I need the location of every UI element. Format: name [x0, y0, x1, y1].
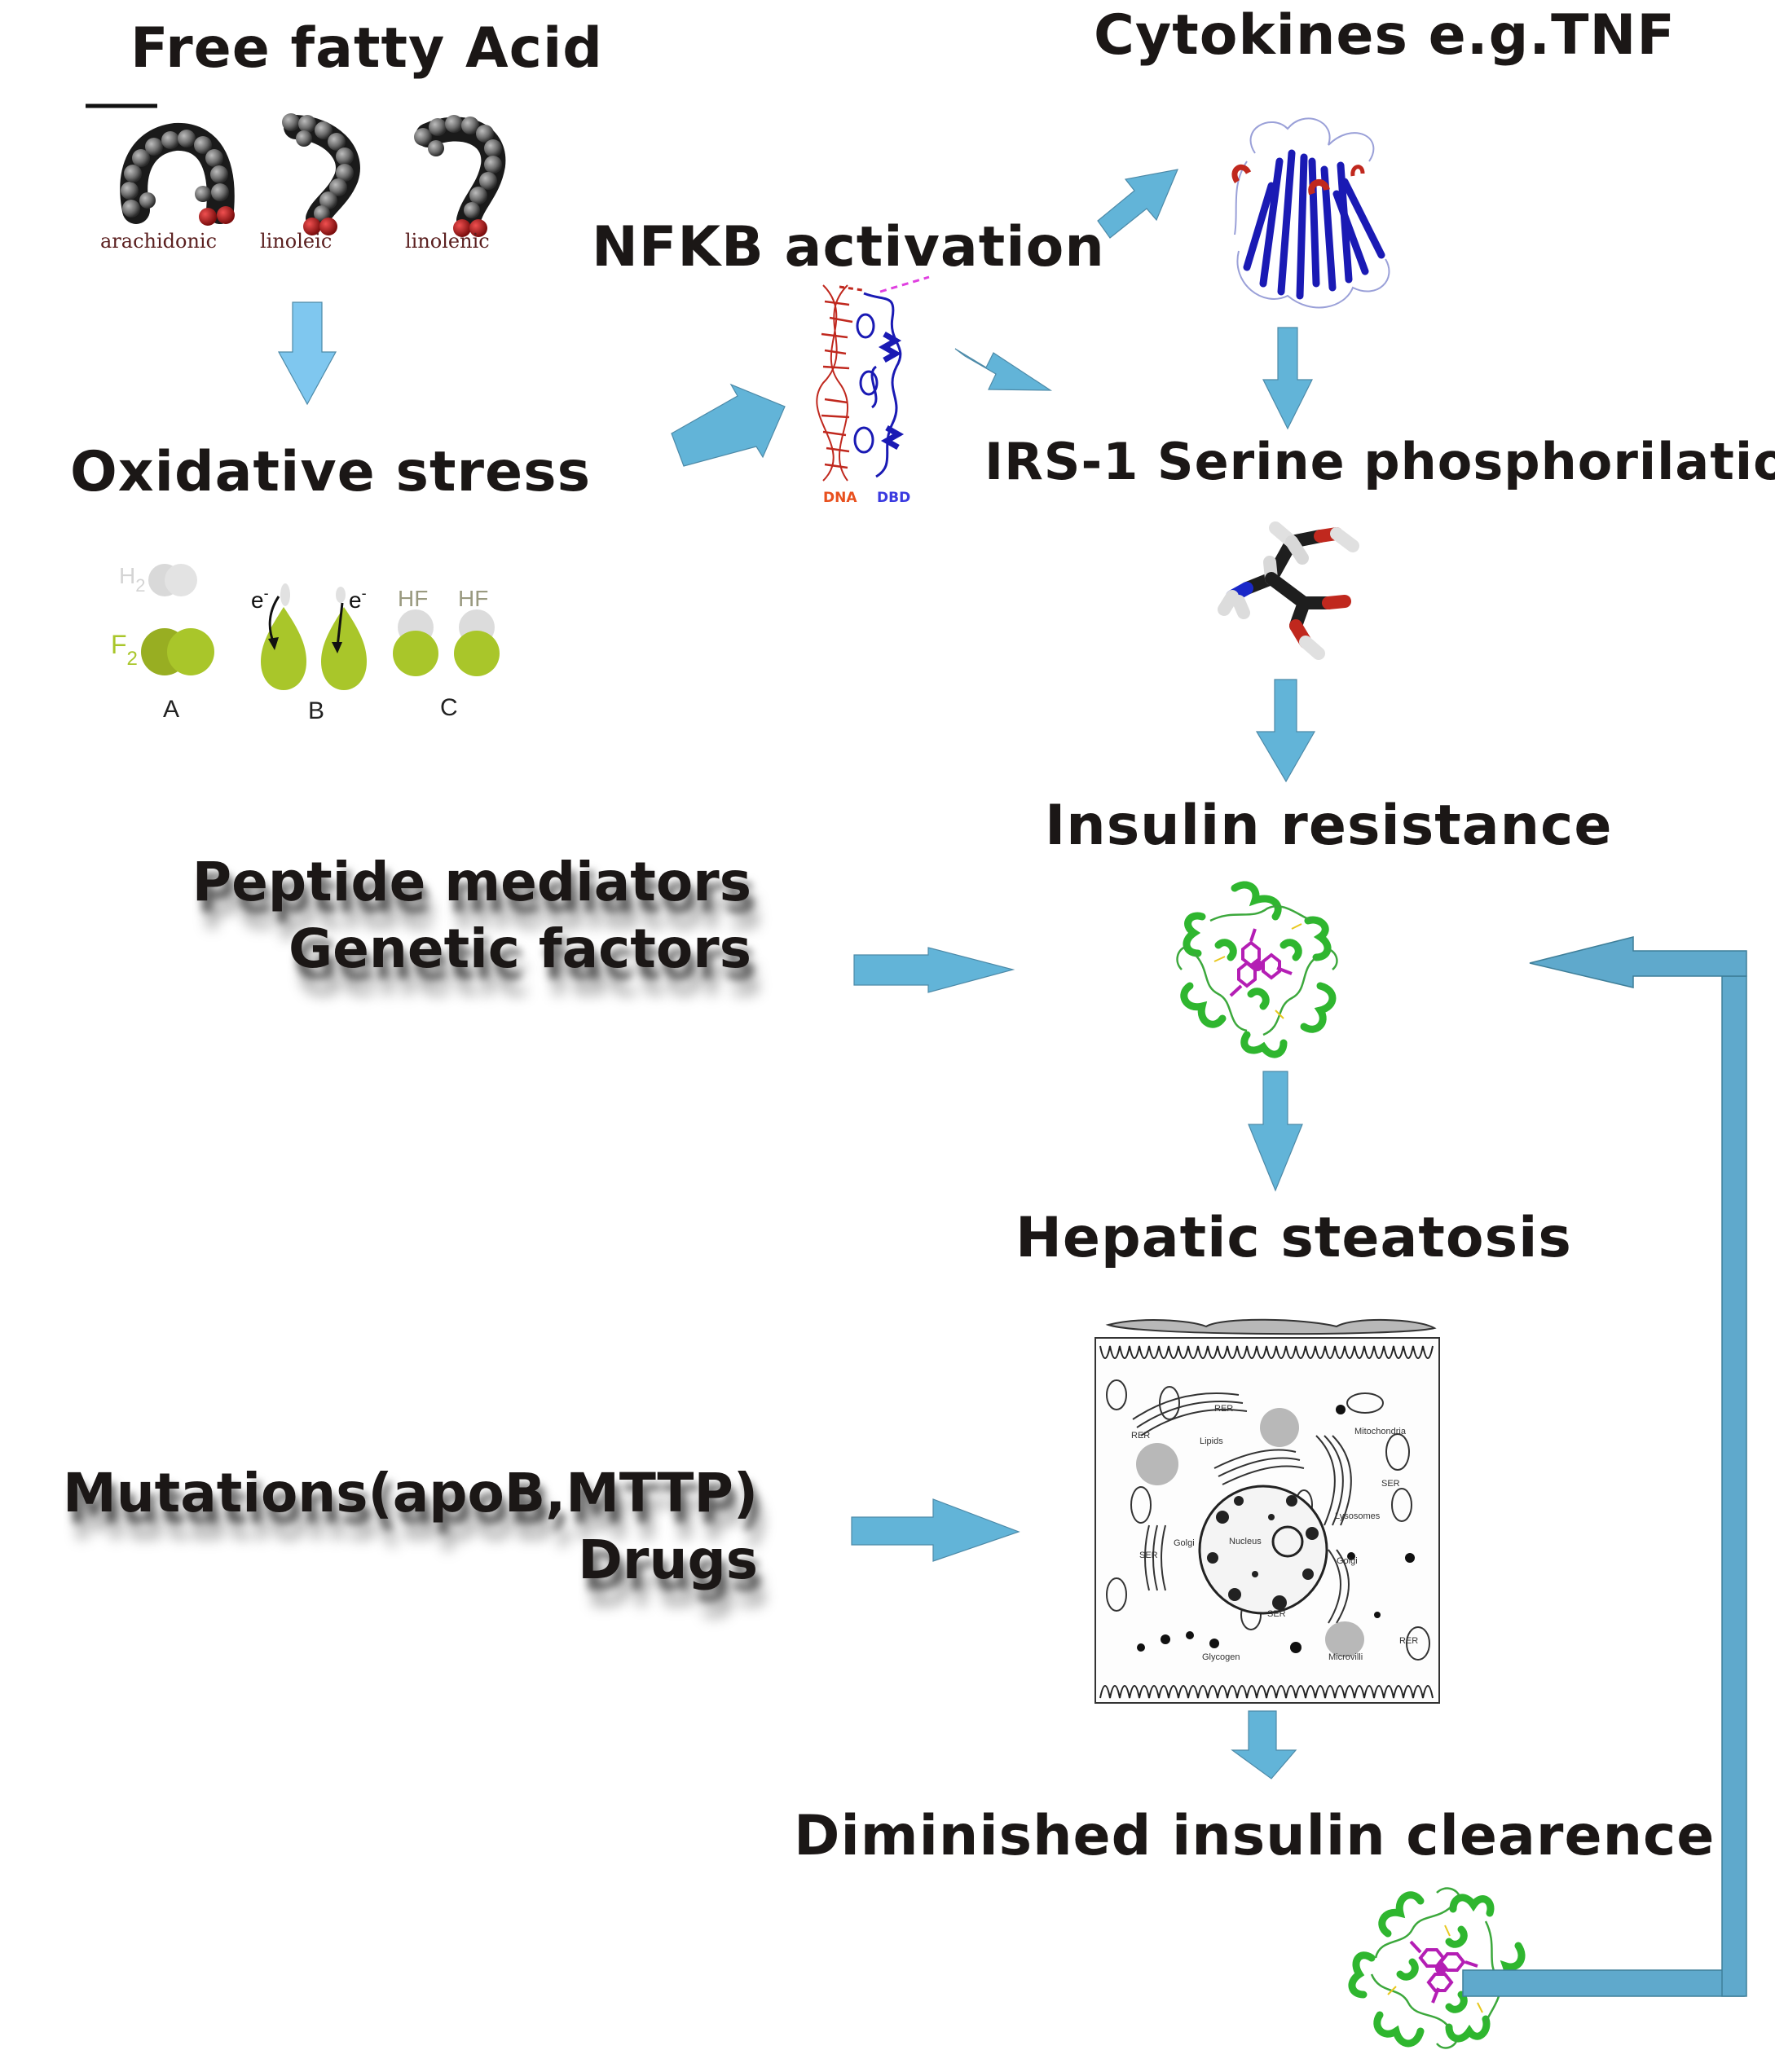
- dbd-label: DBD: [877, 490, 910, 506]
- node-irs1-label: IRS-1 Serine phosphorilation: [984, 432, 1775, 491]
- electron-label-2: e-: [349, 585, 367, 613]
- alpha-helix-red-3: [1350, 165, 1365, 177]
- node-oxidative-stress-label: Oxidative stress: [70, 440, 592, 504]
- genetic-factors-label: Genetic factors: [288, 917, 751, 980]
- lipid-droplet-2: [1260, 1408, 1299, 1447]
- arrow-nfkb-to-irs1: [954, 348, 1053, 391]
- arrow-ffa-to-oxidative: [277, 301, 337, 406]
- organelle-label: SER: [1139, 1551, 1158, 1560]
- arachidonic-label: arachidonic: [100, 230, 217, 253]
- glycogen-granules: [1137, 1405, 1415, 1653]
- mutations-label: Mutations(apoB,MTTP): [63, 1462, 758, 1524]
- dbd-protein-icon: [853, 292, 905, 478]
- linolenic-label: linolenic: [405, 230, 490, 253]
- linoleic-molecule-icon: [282, 113, 360, 235]
- organelle-label: Mitochondria: [1354, 1427, 1407, 1436]
- organelle-label: RER: [1399, 1636, 1418, 1646]
- hf-label-1: HF: [398, 586, 428, 611]
- arachidonic-molecule-icon: [120, 122, 235, 226]
- organelle-label: SER: [1381, 1479, 1400, 1489]
- electron-label-1: e-: [251, 585, 269, 613]
- organelle-label: SER: [1267, 1609, 1286, 1619]
- alpha-helix-red-2: [1308, 179, 1330, 196]
- organelle-label: Lysosomes: [1335, 1511, 1381, 1521]
- panel-b-label: B: [308, 697, 324, 724]
- hepatocyte-ultrastructure-image: RER Lipids RER Mitochondria SER Lysosome…: [1095, 1318, 1440, 1704]
- nfkb-dna-dbd-image: DNA DBD: [816, 275, 930, 506]
- f2-label: F2: [111, 630, 138, 670]
- arrow-oxidative-to-nfkb: [671, 383, 786, 467]
- lipid-droplet-3: [1325, 1621, 1364, 1657]
- organelle-label: RER: [1131, 1431, 1150, 1441]
- nucleus: [1198, 1485, 1328, 1615]
- node-hepatic-steatosis-label: Hepatic steatosis: [1015, 1206, 1572, 1270]
- organelles: [1106, 1379, 1430, 1661]
- peptide-mediators-label: Peptide mediators: [192, 851, 751, 913]
- feedback-vertical-segment: [1721, 975, 1747, 1997]
- arrow-mutations-to-steatosis: [851, 1498, 1020, 1562]
- organelle-label: Glycogen: [1202, 1652, 1240, 1662]
- beta-sheet-icon: [1243, 149, 1385, 300]
- arrow-insulin-resistance-to-steatosis: [1248, 1071, 1303, 1192]
- organelle-label: RER: [1214, 1404, 1233, 1414]
- organelle-label: Microvilli: [1328, 1652, 1363, 1662]
- feedback-arrowhead: [1529, 936, 1747, 988]
- panel-c-label: C: [440, 694, 458, 721]
- microvilli-bottom: [1099, 1685, 1434, 1699]
- node-mutations-drugs: Mutations(apoB,MTTP) Drugs: [33, 1460, 758, 1594]
- arrow-steatosis-to-diminished: [1231, 1710, 1297, 1779]
- node-free-fatty-acid-label: Free fatty Acid: [130, 16, 603, 81]
- microvilli-top: [1099, 1345, 1434, 1359]
- node-diminished-clearance-label: Diminished insulin clearence: [794, 1804, 1716, 1868]
- arrow-tnf-to-irs1: [1262, 327, 1313, 430]
- tnf-protein-image: [1231, 117, 1390, 309]
- fluorine-reaction-image: H2 F2 A e- e- B HF HF C: [111, 563, 500, 724]
- node-insulin-resistance-label: Insulin resistance: [1045, 794, 1613, 858]
- linker-dash: [879, 275, 930, 293]
- panel-c: HF HF C: [393, 586, 500, 721]
- organelle-label: Golgi: [1337, 1556, 1358, 1566]
- panel-b: e- e- B: [251, 583, 367, 724]
- organelle-label: Lipids: [1200, 1436, 1223, 1446]
- arrow-feedback-diminished-to-insulin-resistance: [1462, 936, 1747, 1997]
- serine-molecule-image: [1218, 521, 1359, 660]
- dna-label: DNA: [823, 490, 857, 506]
- feedback-bottom-segment: [1462, 1969, 1745, 1997]
- node-cytokines-label: Cytokines e.g.TNF: [1094, 3, 1676, 68]
- h2-label: H2: [119, 563, 145, 596]
- organelle-label: Nucleus: [1229, 1537, 1262, 1546]
- panel-a: H2 F2 A: [111, 563, 214, 723]
- arrow-nfkb-to-tnf: [1097, 169, 1178, 239]
- lipid-droplet-1: [1136, 1443, 1178, 1485]
- arrow-irs1-to-insulin-resistance: [1255, 679, 1316, 783]
- alpha-helix-red-1: [1231, 164, 1252, 183]
- drugs-label: Drugs: [578, 1529, 758, 1591]
- panel-a-label: A: [163, 696, 179, 723]
- fatty-acid-molecules-image: arachidonic linoleic linolenic: [86, 103, 506, 253]
- arrow-peptide-to-insulin-resistance: [853, 947, 1015, 993]
- hf-label-2: HF: [458, 586, 488, 611]
- organelle-label: Golgi: [1174, 1538, 1195, 1548]
- dna-helix-icon: [816, 284, 863, 482]
- sinusoid-cell: [1105, 1318, 1437, 1335]
- linolenic-molecule-icon: [414, 115, 506, 237]
- node-nfkb-label: NFKB activation: [592, 215, 1105, 279]
- linoleic-label: linoleic: [260, 230, 332, 253]
- node-peptide-genetic: Peptide mediators Genetic factors: [163, 849, 751, 983]
